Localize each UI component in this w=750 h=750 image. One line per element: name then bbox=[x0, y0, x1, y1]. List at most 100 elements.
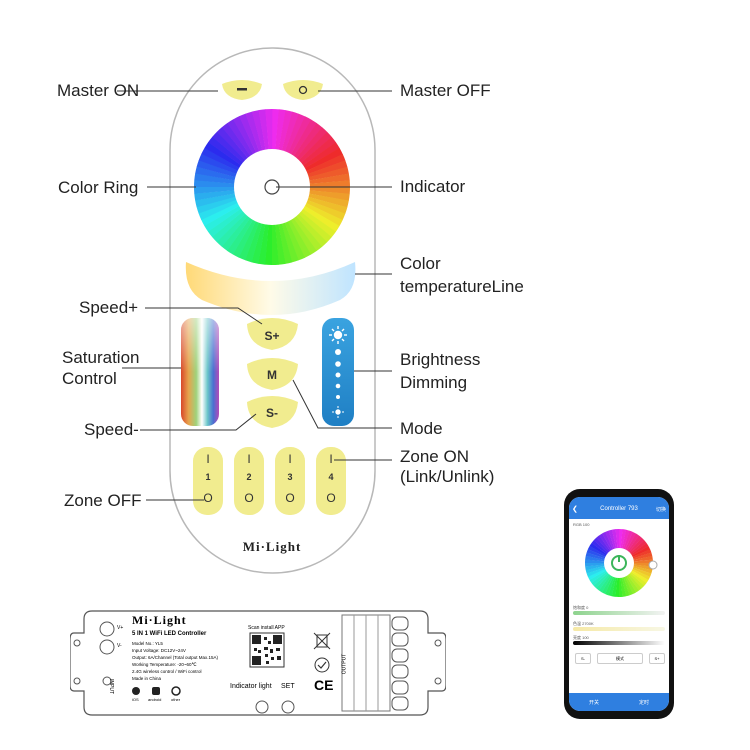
hue-segment bbox=[258, 222, 269, 265]
remote-brand-logo: Mi·Light bbox=[242, 539, 302, 554]
master-off-button[interactable] bbox=[283, 80, 323, 100]
hue-segment bbox=[212, 131, 247, 164]
zone-4-off-glyph: O bbox=[326, 491, 336, 505]
indicator-light-led bbox=[255, 700, 269, 714]
zone-4-button[interactable] bbox=[316, 447, 346, 515]
controller-working-temp: Working Temperature: -20~60℃ bbox=[132, 662, 197, 667]
hue-segment bbox=[611, 576, 618, 597]
color-ring[interactable] bbox=[194, 109, 350, 266]
hue-segment bbox=[593, 572, 610, 589]
hue-segment bbox=[608, 576, 617, 597]
controller-output-label: OUTPUT bbox=[341, 653, 348, 675]
hue-segment bbox=[306, 166, 349, 181]
zone-3-button[interactable] bbox=[275, 447, 305, 515]
phone-ring-handle bbox=[648, 560, 658, 570]
hue-segment bbox=[628, 572, 645, 589]
hue-segment bbox=[305, 160, 348, 178]
phone-brightness-slider[interactable] bbox=[573, 641, 665, 645]
hue-segment bbox=[264, 222, 272, 265]
back-arrow-icon[interactable]: ❮ bbox=[572, 506, 578, 513]
hue-segment bbox=[239, 113, 260, 155]
speed-minus-button[interactable] bbox=[247, 396, 298, 428]
btn-speed-minus-label: S- bbox=[266, 406, 278, 420]
hue-segment bbox=[632, 552, 653, 561]
hue-segment bbox=[284, 113, 306, 155]
hue-segment bbox=[627, 535, 642, 553]
label-zone-on-2: (Link/Unlink) bbox=[400, 467, 495, 486]
controller-output: Output: 6A/Channel (Total output Max.15A… bbox=[132, 655, 219, 660]
zone-2-button[interactable] bbox=[234, 447, 264, 515]
phone-mode-button[interactable]: 模式 bbox=[597, 653, 643, 664]
hue-segment bbox=[196, 196, 239, 214]
hue-segment bbox=[251, 221, 266, 264]
hue-segment bbox=[593, 537, 610, 554]
brightness-sun-icon bbox=[329, 326, 347, 344]
hue-segment bbox=[307, 187, 350, 195]
phone-color-temp-slider[interactable] bbox=[573, 627, 665, 631]
brightness-dimming-bar[interactable] bbox=[322, 318, 354, 426]
hue-segment bbox=[625, 574, 639, 593]
hue-segment bbox=[227, 119, 255, 158]
phone-top-right[interactable]: 切换 bbox=[655, 507, 666, 513]
controller-set-label: SET bbox=[281, 683, 295, 690]
hue-segment bbox=[208, 136, 245, 167]
phone: ❮ Controller 793 切换 RGB 100 饱和度 0 色温 270… bbox=[564, 489, 674, 719]
hue-segment bbox=[615, 576, 619, 597]
hue-segment bbox=[585, 562, 606, 567]
hue-segment bbox=[195, 193, 238, 208]
hue-segment bbox=[630, 570, 649, 584]
label-saturation-2: Control bbox=[62, 369, 117, 388]
hue-segment bbox=[605, 530, 615, 551]
hue-segment bbox=[278, 221, 293, 264]
color-temperature-line[interactable] bbox=[185, 262, 356, 315]
phone-plus-button[interactable]: S+ bbox=[649, 653, 665, 664]
controller-wireless: 2.4G wireless control / WiFi control bbox=[132, 669, 202, 674]
controller-v-plus: V+ bbox=[117, 625, 124, 631]
hue-segment bbox=[307, 180, 350, 188]
phone-bottom-left[interactable]: 开关 bbox=[588, 700, 599, 706]
hue-segment bbox=[624, 531, 637, 551]
label-color-temp-2: temperatureLine bbox=[400, 277, 524, 296]
controller-box: Mi·Light 5 IN 1 WiFi LED Controller Mode… bbox=[70, 603, 446, 721]
phone-minus-button[interactable]: S- bbox=[575, 653, 591, 664]
hue-segment bbox=[598, 574, 612, 593]
zone-1-button[interactable] bbox=[193, 447, 223, 515]
phone-header: ❮ Controller 793 切换 bbox=[569, 497, 669, 519]
hue-segment bbox=[194, 173, 237, 184]
btn-speed-plus-label: S+ bbox=[264, 329, 280, 343]
rohs-check-icon bbox=[314, 657, 330, 673]
hue-segment bbox=[596, 573, 611, 591]
hue-segment bbox=[618, 576, 623, 597]
hue-segment bbox=[301, 205, 340, 233]
zone-2-on-glyph: I bbox=[247, 452, 251, 466]
hue-segment bbox=[301, 142, 340, 170]
hue-segment bbox=[295, 212, 328, 247]
hue-segment bbox=[307, 190, 350, 201]
label-color-temp-1: Color bbox=[400, 254, 441, 273]
hue-segment bbox=[585, 555, 606, 562]
hue-segment bbox=[591, 540, 609, 555]
hue-segment bbox=[290, 119, 318, 158]
phone-bottom-right[interactable]: 定时 bbox=[638, 700, 649, 706]
speed-plus-button[interactable] bbox=[247, 318, 298, 350]
phone-color-ring[interactable] bbox=[585, 529, 653, 597]
set-button-knob bbox=[281, 700, 295, 714]
hue-segment bbox=[629, 571, 647, 586]
zone-2-off-glyph: O bbox=[244, 491, 254, 505]
hue-segment bbox=[632, 559, 653, 564]
mode-button[interactable] bbox=[247, 358, 298, 390]
hue-segment bbox=[281, 220, 299, 263]
hue-segment bbox=[587, 568, 607, 580]
hue-segment bbox=[585, 559, 606, 563]
hue-segment bbox=[232, 218, 257, 258]
brightness-low-sun-icon bbox=[332, 406, 344, 418]
label-brightness-2: Dimming bbox=[400, 373, 468, 392]
hue-segment bbox=[632, 564, 653, 571]
hue-segment bbox=[196, 160, 239, 178]
hue-segment bbox=[287, 116, 312, 156]
hue-segment bbox=[591, 571, 609, 586]
hue-segment bbox=[251, 110, 266, 153]
phone-saturation-slider[interactable] bbox=[573, 611, 665, 615]
label-speed-minus: Speed- bbox=[84, 420, 139, 439]
